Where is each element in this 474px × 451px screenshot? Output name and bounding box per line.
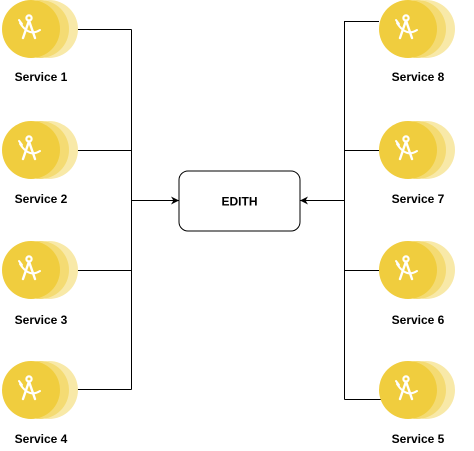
edith-hub-box xyxy=(178,170,301,232)
service-node-left-1[interactable]: Service 1 xyxy=(2,0,78,84)
service-nodes: Service 1 Service 2 Service 3 Service 4 Serv… xyxy=(2,0,455,446)
service-node-left-4[interactable]: Service 4 xyxy=(2,361,78,446)
service-label: Service 8 xyxy=(392,70,445,84)
compass-drafting-icon xyxy=(379,241,455,299)
edith-hub[interactable]: EDITH xyxy=(178,170,301,232)
service-label: Service 6 xyxy=(392,313,445,327)
compass-drafting-icon xyxy=(379,121,455,179)
service-label: Service 2 xyxy=(15,192,68,206)
service-label: Service 7 xyxy=(392,192,445,206)
service-node-right-4[interactable]: Service 5 xyxy=(379,361,455,446)
compass-drafting-icon xyxy=(379,0,455,58)
service-label: Service 5 xyxy=(392,432,445,446)
edith-hub-label: EDITH xyxy=(222,195,258,209)
service-label: Service 4 xyxy=(15,432,68,446)
compass-drafting-icon xyxy=(379,361,455,419)
service-node-right-1[interactable]: Service 8 xyxy=(379,0,455,84)
compass-drafting-icon xyxy=(2,241,78,299)
compass-drafting-icon xyxy=(2,361,78,419)
service-node-left-3[interactable]: Service 3 xyxy=(2,241,78,327)
service-node-left-2[interactable]: Service 2 xyxy=(2,121,78,206)
compass-drafting-icon xyxy=(2,0,78,58)
compass-drafting-icon xyxy=(2,121,78,179)
service-node-right-3[interactable]: Service 6 xyxy=(379,241,455,327)
service-label: Service 3 xyxy=(15,313,68,327)
service-node-right-2[interactable]: Service 7 xyxy=(379,121,455,206)
service-label: Service 1 xyxy=(15,70,68,84)
